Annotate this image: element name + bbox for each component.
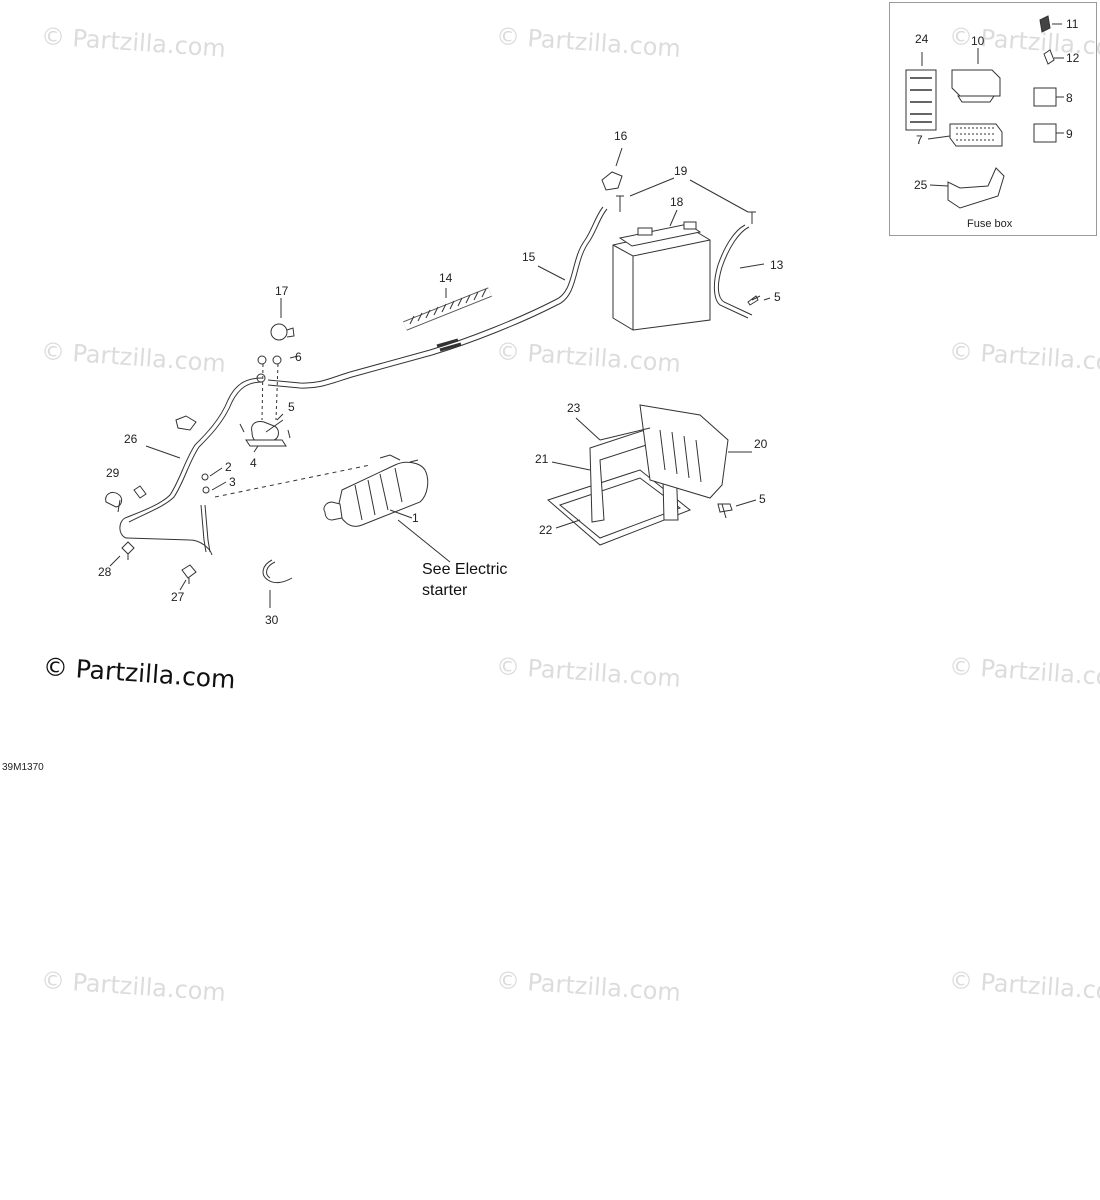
cable-26 [119, 377, 263, 556]
callout-3: 3 [229, 475, 236, 489]
drawing-code: 39M1370 [2, 762, 44, 773]
callout-23: 23 [567, 401, 581, 415]
callout-22: 22 [539, 523, 553, 537]
bolt-19a [616, 195, 624, 212]
callout-8: 8 [1066, 91, 1073, 105]
callout-18: 18 [670, 195, 684, 209]
callout-19: 19 [674, 164, 688, 178]
cable-sleeve [436, 338, 462, 352]
callout-21: 21 [535, 452, 549, 466]
callout-17: 17 [275, 284, 289, 298]
callout-25: 25 [914, 178, 928, 192]
callout-27: 27 [171, 590, 185, 604]
callout-13: 13 [770, 258, 784, 272]
callout-16: 16 [614, 129, 628, 143]
fuse-box-label: Fuse box [967, 218, 1013, 230]
callout-28: 28 [98, 565, 112, 579]
callout-29: 29 [106, 466, 120, 480]
fuse-box-parts [905, 15, 1064, 209]
battery-18 [612, 221, 711, 331]
callout-20: 20 [754, 437, 768, 451]
terminal-cover-16 [601, 171, 623, 191]
callout-9: 9 [1066, 127, 1073, 141]
ground-cable-13 [713, 224, 749, 319]
cover-17 [270, 323, 288, 341]
callout-26: 26 [124, 432, 138, 446]
callout-14: 14 [439, 271, 453, 285]
callout-5: 5 [288, 400, 295, 414]
callout-6: 6 [295, 350, 302, 364]
callout-24: 24 [915, 32, 929, 46]
starter-motor-1 [323, 454, 429, 527]
callout-2: 2 [225, 460, 232, 474]
fastener-27 [181, 564, 197, 584]
callout-15: 15 [522, 250, 536, 264]
callout-1: 1 [412, 511, 419, 525]
battery-cable-15 [267, 206, 604, 384]
bolt-19b [748, 211, 756, 224]
plate [175, 415, 197, 431]
callout-11: 11 [1066, 17, 1079, 31]
callout-4: 4 [250, 456, 257, 470]
battery-tray [547, 404, 729, 546]
callout-30: 30 [265, 613, 279, 627]
wire-30 [262, 559, 293, 584]
callout-5: 5 [774, 290, 781, 304]
callout-10: 10 [971, 34, 985, 48]
callout-7: 7 [916, 133, 923, 147]
solenoid-4 [251, 421, 279, 443]
callout-5: 5 [759, 492, 766, 506]
fuse-box-inset [889, 2, 1097, 236]
see-electric-starter-note: See Electric starter [422, 561, 508, 599]
callout-12: 12 [1066, 51, 1080, 65]
fastener-28 [121, 541, 135, 560]
